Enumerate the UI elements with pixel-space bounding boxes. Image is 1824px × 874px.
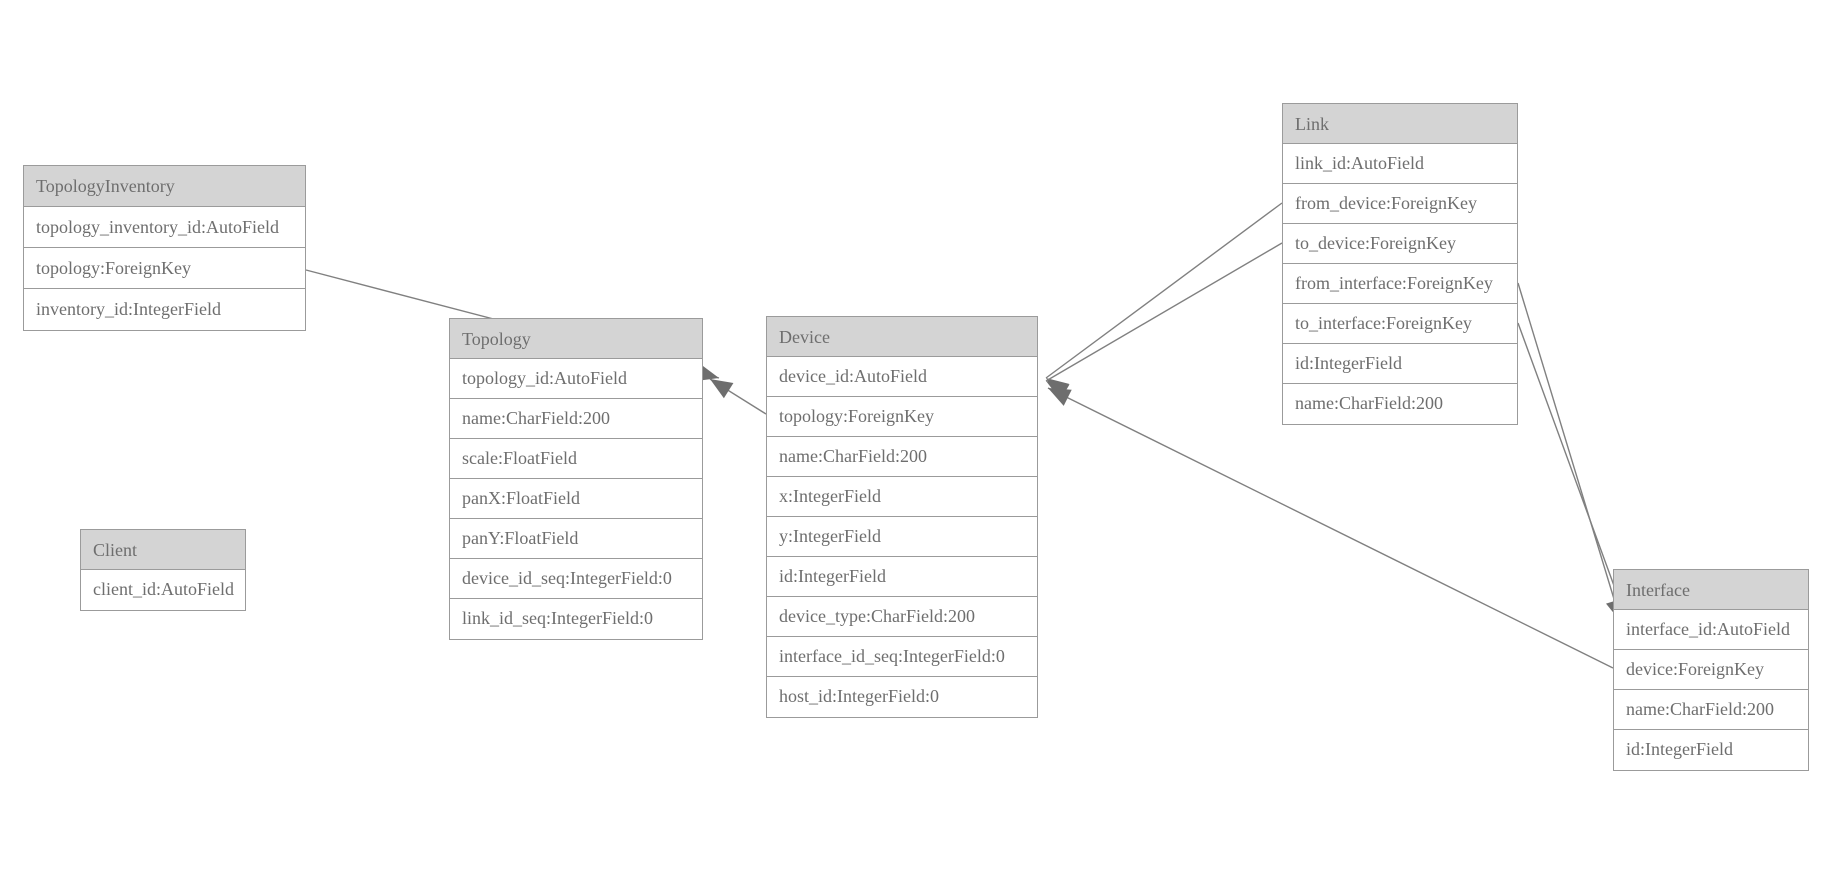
- entity-title-device: Device: [767, 317, 1037, 357]
- entity-field-row[interactable]: to_device:ForeignKey: [1283, 224, 1517, 264]
- arrowhead-icon: [710, 379, 734, 399]
- entity-title-topologyinventory: TopologyInventory: [24, 166, 305, 207]
- entity-field-row[interactable]: topology_inventory_id:AutoField: [24, 207, 305, 248]
- entity-field-row[interactable]: panX:FloatField: [450, 479, 702, 519]
- entity-title-topology: Topology: [450, 319, 702, 359]
- entity-field-row[interactable]: link_id:AutoField: [1283, 144, 1517, 184]
- entity-field-row[interactable]: name:CharField:200: [1283, 384, 1517, 424]
- entity-title-interface: Interface: [1614, 570, 1808, 610]
- relationship-line: [1045, 242, 1283, 382]
- entity-field-row[interactable]: interface_id:AutoField: [1614, 610, 1808, 650]
- relationship-line: [1047, 387, 1614, 669]
- relationship-line: [1517, 322, 1629, 625]
- entity-field-row[interactable]: id:IntegerField: [1614, 730, 1808, 770]
- entity-title-client: Client: [81, 530, 245, 570]
- entity-field-row[interactable]: from_device:ForeignKey: [1283, 184, 1517, 224]
- entity-field-row[interactable]: interface_id_seq:IntegerField:0: [767, 637, 1037, 677]
- relationship-link-to-device[interactable]: [1041, 242, 1283, 400]
- entity-field-row[interactable]: name:CharField:200: [450, 399, 702, 439]
- entity-field-row[interactable]: device_id_seq:IntegerField:0: [450, 559, 702, 599]
- relationship-line: [709, 378, 767, 415]
- entity-field-row[interactable]: name:CharField:200: [767, 437, 1037, 477]
- entity-field-row[interactable]: y:IntegerField: [767, 517, 1037, 557]
- entity-field-row[interactable]: panY:FloatField: [450, 519, 702, 559]
- arrowhead-icon: [1048, 388, 1072, 406]
- arrowhead-icon: [1046, 378, 1070, 399]
- entity-field-row[interactable]: client_id:AutoField: [81, 570, 245, 610]
- entity-field-row[interactable]: to_interface:ForeignKey: [1283, 304, 1517, 344]
- entity-field-row[interactable]: link_id_seq:IntegerField:0: [450, 599, 702, 639]
- relationship-line: [1517, 282, 1622, 623]
- relationship-line: [1045, 202, 1283, 379]
- entity-field-row[interactable]: id:IntegerField: [767, 557, 1037, 597]
- entity-title-link: Link: [1283, 104, 1517, 144]
- entity-field-row[interactable]: topology:ForeignKey: [767, 397, 1037, 437]
- entity-field-row[interactable]: inventory_id:IntegerField: [24, 289, 305, 330]
- entity-field-row[interactable]: x:IntegerField: [767, 477, 1037, 517]
- entity-field-row[interactable]: topology:ForeignKey: [24, 248, 305, 289]
- entity-field-row[interactable]: host_id:IntegerField:0: [767, 677, 1037, 717]
- entity-field-row[interactable]: from_interface:ForeignKey: [1283, 264, 1517, 304]
- entity-field-row[interactable]: device:ForeignKey: [1614, 650, 1808, 690]
- entity-field-row[interactable]: id:IntegerField: [1283, 344, 1517, 384]
- entity-field-row[interactable]: name:CharField:200: [1614, 690, 1808, 730]
- relationship-device-topology[interactable]: [705, 371, 767, 415]
- entity-field-row[interactable]: device_id:AutoField: [767, 357, 1037, 397]
- arrowhead-icon: [1046, 381, 1070, 400]
- entity-field-row[interactable]: topology_id:AutoField: [450, 359, 702, 399]
- entity-field-row[interactable]: scale:FloatField: [450, 439, 702, 479]
- entity-field-row[interactable]: device_type:CharField:200: [767, 597, 1037, 637]
- relationship-link-from-device[interactable]: [1041, 202, 1283, 399]
